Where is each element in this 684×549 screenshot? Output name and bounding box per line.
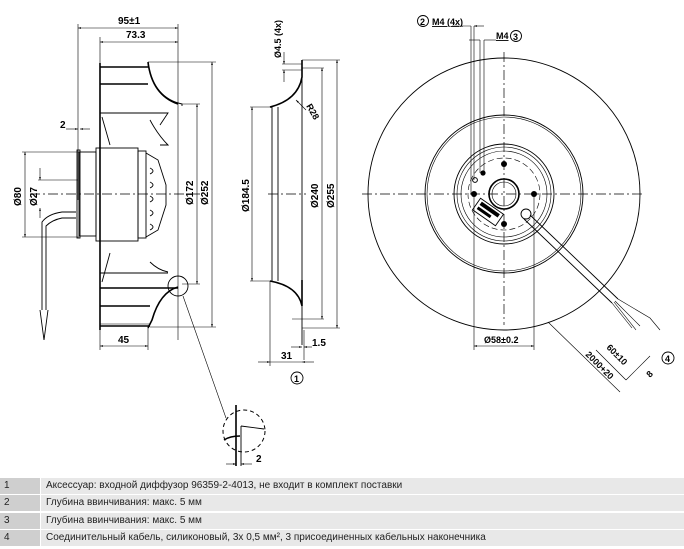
detail-view: 2 [222,405,266,466]
label-m4-4x: M4 (4x) [432,17,463,27]
dim-depth: 31 [281,351,293,362]
note-text: Глубина ввинчивания: макс. 5 мм [41,495,684,512]
dim-hole: Ø4.5 (4x) [273,20,283,58]
dim-d80: Ø80 [13,187,24,206]
technical-drawing: 95±1 73.3 2 Ø80 Ø27 Ø172 Ø252 [13,15,675,466]
note-row: 1 Аксессуар: входной диффузор 96359-2-40… [0,478,684,494]
cable-outlet [520,208,661,331]
callout-4: 4 [665,354,670,364]
dim-overall-width: 95±1 [118,16,141,27]
note-number: 3 [0,512,40,529]
side-dimensions: 95±1 73.3 2 Ø80 Ø27 Ø172 Ø252 [13,16,227,419]
motor-body [30,147,200,341]
dim-gap: 2 [60,120,66,131]
thread-callouts: 2 M4 (4x) M4 3 [417,15,522,194]
cable-dimensions: 2000+20 60±10 8 4 [547,321,675,393]
note-text: Соединительный кабель, силиконовый, 3x 0… [41,529,684,546]
note-row: 2 Глубина ввинчивания: макс. 5 мм [0,495,684,512]
side-view: 95±1 73.3 2 Ø80 Ø27 Ø172 Ø252 [13,16,227,419]
note-row: 4 Соединительный кабель, силиконовый, 3x… [0,529,684,546]
dim-d252: Ø252 [200,180,211,205]
note-number: 2 [0,495,40,512]
notes-table: 1 Аксессуар: входной диффузор 96359-2-40… [0,478,684,547]
dim-radius: R28 [304,102,321,121]
diffuser-view: Ø4.5 (4x) R28 Ø184.5 Ø240 Ø255 1.5 31 1 [241,20,340,385]
impeller-profile [99,61,183,330]
rating-label [471,197,505,227]
dim-d172: Ø172 [185,180,196,205]
dim-d184: Ø184.5 [241,179,252,212]
dim-wheel-width: 73.3 [126,30,146,41]
dim-d58: Ø58±0.2 [484,335,518,345]
dim-thickness: 1.5 [312,338,326,349]
dim-wire-end: 8 [644,369,655,380]
detail-dim-gap: 2 [256,454,262,465]
dim-d255: Ø255 [326,183,337,208]
front-view: 2 M4 (4x) M4 3 Ø58±0.2 2000+20 60±10 8 4 [362,15,675,393]
note-number: 1 [0,478,40,494]
callout-2: 2 [420,17,425,27]
callout-1: 1 [294,374,299,384]
label-m4: M4 [496,31,509,41]
dim-strip: 60±10 [605,342,630,367]
dim-d27: Ø27 [29,187,40,206]
note-text: Аксессуар: входной диффузор 96359-2-4013… [41,478,684,494]
dim-d240: Ø240 [310,183,321,208]
callout-3: 3 [513,32,518,42]
dim-45: 45 [118,335,130,346]
note-row: 3 Глубина ввинчивания: макс. 5 мм [0,512,684,529]
note-text: Глубина ввинчивания: макс. 5 мм [41,512,684,529]
note-number: 4 [0,529,40,546]
